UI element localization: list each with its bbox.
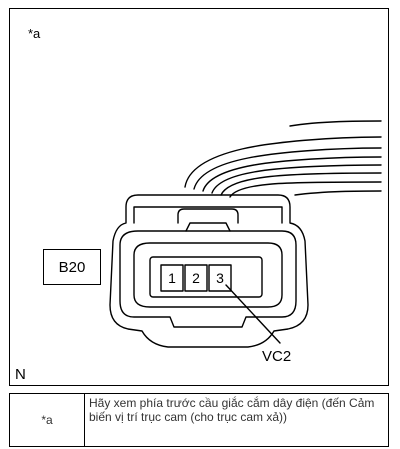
pin-2-label: 2 [192, 270, 200, 286]
pin-3-label: 3 [216, 270, 224, 286]
legend-row: *a Hãy xem phía trước cầu giắc cắm dây đ… [9, 393, 389, 447]
pin-1-cell [160, 264, 184, 292]
legend-key: *a [9, 393, 85, 447]
connector-face [119, 230, 297, 328]
connector-diagram: 1 2 3 *a B20 VC2 N [9, 8, 389, 386]
legend-table: *a Hãy xem phía trước cầu giắc cắm dây đ… [9, 393, 389, 447]
wire-bundle [184, 120, 382, 198]
legend-description: Hãy xem phía trước cầu giắc cắm dây điện… [84, 393, 389, 447]
pin-1-label: 1 [168, 270, 176, 286]
pin-2-cell [184, 264, 208, 292]
pin-block [149, 256, 263, 298]
corner-label: *a [28, 26, 41, 41]
pin-callout-label: VC2 [262, 348, 292, 365]
pin-3-cell [208, 264, 232, 292]
vc2-leader-line [225, 284, 281, 344]
latch-tab [177, 208, 239, 224]
connector-code-box: B20 [43, 249, 101, 285]
orientation-label: N [15, 366, 26, 383]
connector-housing [109, 194, 309, 348]
connector-drawing: 1 2 3 [109, 120, 382, 348]
